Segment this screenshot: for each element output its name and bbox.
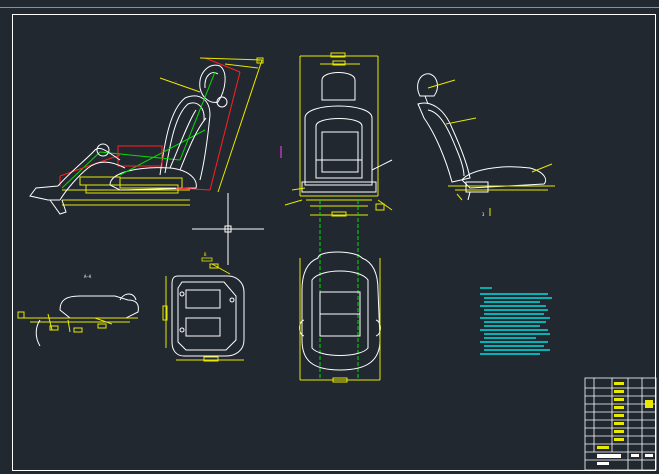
title-block[interactable] [584, 377, 657, 471]
section-a-a[interactable]: A—A [17, 274, 139, 347]
section-label: A—A [84, 274, 92, 279]
rear-view[interactable] [299, 200, 381, 383]
svg-text:—: — [175, 79, 177, 83]
view-mark-b: B [201, 252, 213, 262]
seat-pan-plan-view[interactable] [162, 263, 245, 362]
svg-text:3: 3 [482, 212, 485, 217]
crosshair-cursor [192, 193, 264, 265]
svg-text:B: B [204, 252, 207, 257]
technical-notes [480, 287, 552, 355]
side-view-right[interactable]: 3 [417, 73, 555, 217]
front-view[interactable] [280, 52, 393, 217]
sheet-border [12, 14, 656, 471]
svg-text:▭: ▭ [258, 59, 260, 63]
side-view-mannequin[interactable]: ▭ — [29, 57, 264, 215]
